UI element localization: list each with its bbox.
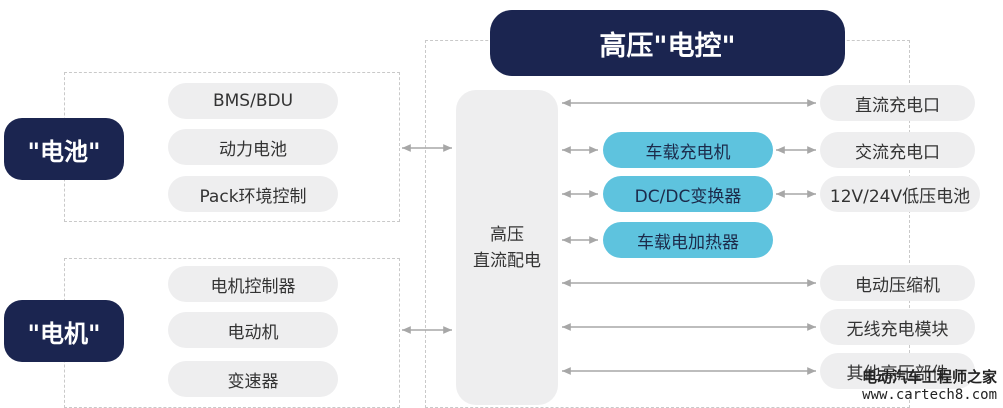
watermark-title: 电动汽车工程师之家	[861, 368, 997, 386]
hv-control-title: 高压"电控"	[490, 10, 845, 76]
onboard-heater-module: 车载电加热器	[603, 222, 773, 258]
watermark: 电动汽车工程师之家 www.cartech8.com	[862, 368, 997, 404]
other-hv-parts-item: 其他高压部件	[820, 353, 975, 389]
ac-charging-port-item: 交流充电口	[820, 132, 975, 168]
wireless-charging-item: 无线充电模块	[820, 309, 975, 345]
power-battery-item: 动力电池	[168, 129, 338, 165]
motor-label: "电机"	[4, 300, 124, 362]
bms-bdu-item: BMS/BDU	[168, 83, 338, 119]
transmission-item: 变速器	[168, 361, 338, 397]
pack-thermal-control-item: Pack环境控制	[168, 176, 338, 212]
hv-dc-distribution: 高压 直流配电	[456, 90, 558, 405]
dc-charging-port-item: 直流充电口	[820, 85, 975, 121]
onboard-charger-module: 车载充电机	[603, 132, 773, 168]
hv-dc-line1: 高压	[490, 224, 524, 245]
electric-motor-item: 电动机	[168, 312, 338, 348]
battery-label: "电池"	[4, 118, 124, 180]
hv-dc-line2: 直流配电	[473, 250, 541, 271]
electric-compressor-item: 电动压缩机	[820, 265, 975, 301]
watermark-url: www.cartech8.com	[862, 387, 997, 403]
lv-battery-item: 12V/24V低压电池	[820, 176, 980, 212]
dcdc-converter-module: DC/DC变换器	[603, 176, 773, 212]
motor-controller-item: 电机控制器	[168, 266, 338, 302]
